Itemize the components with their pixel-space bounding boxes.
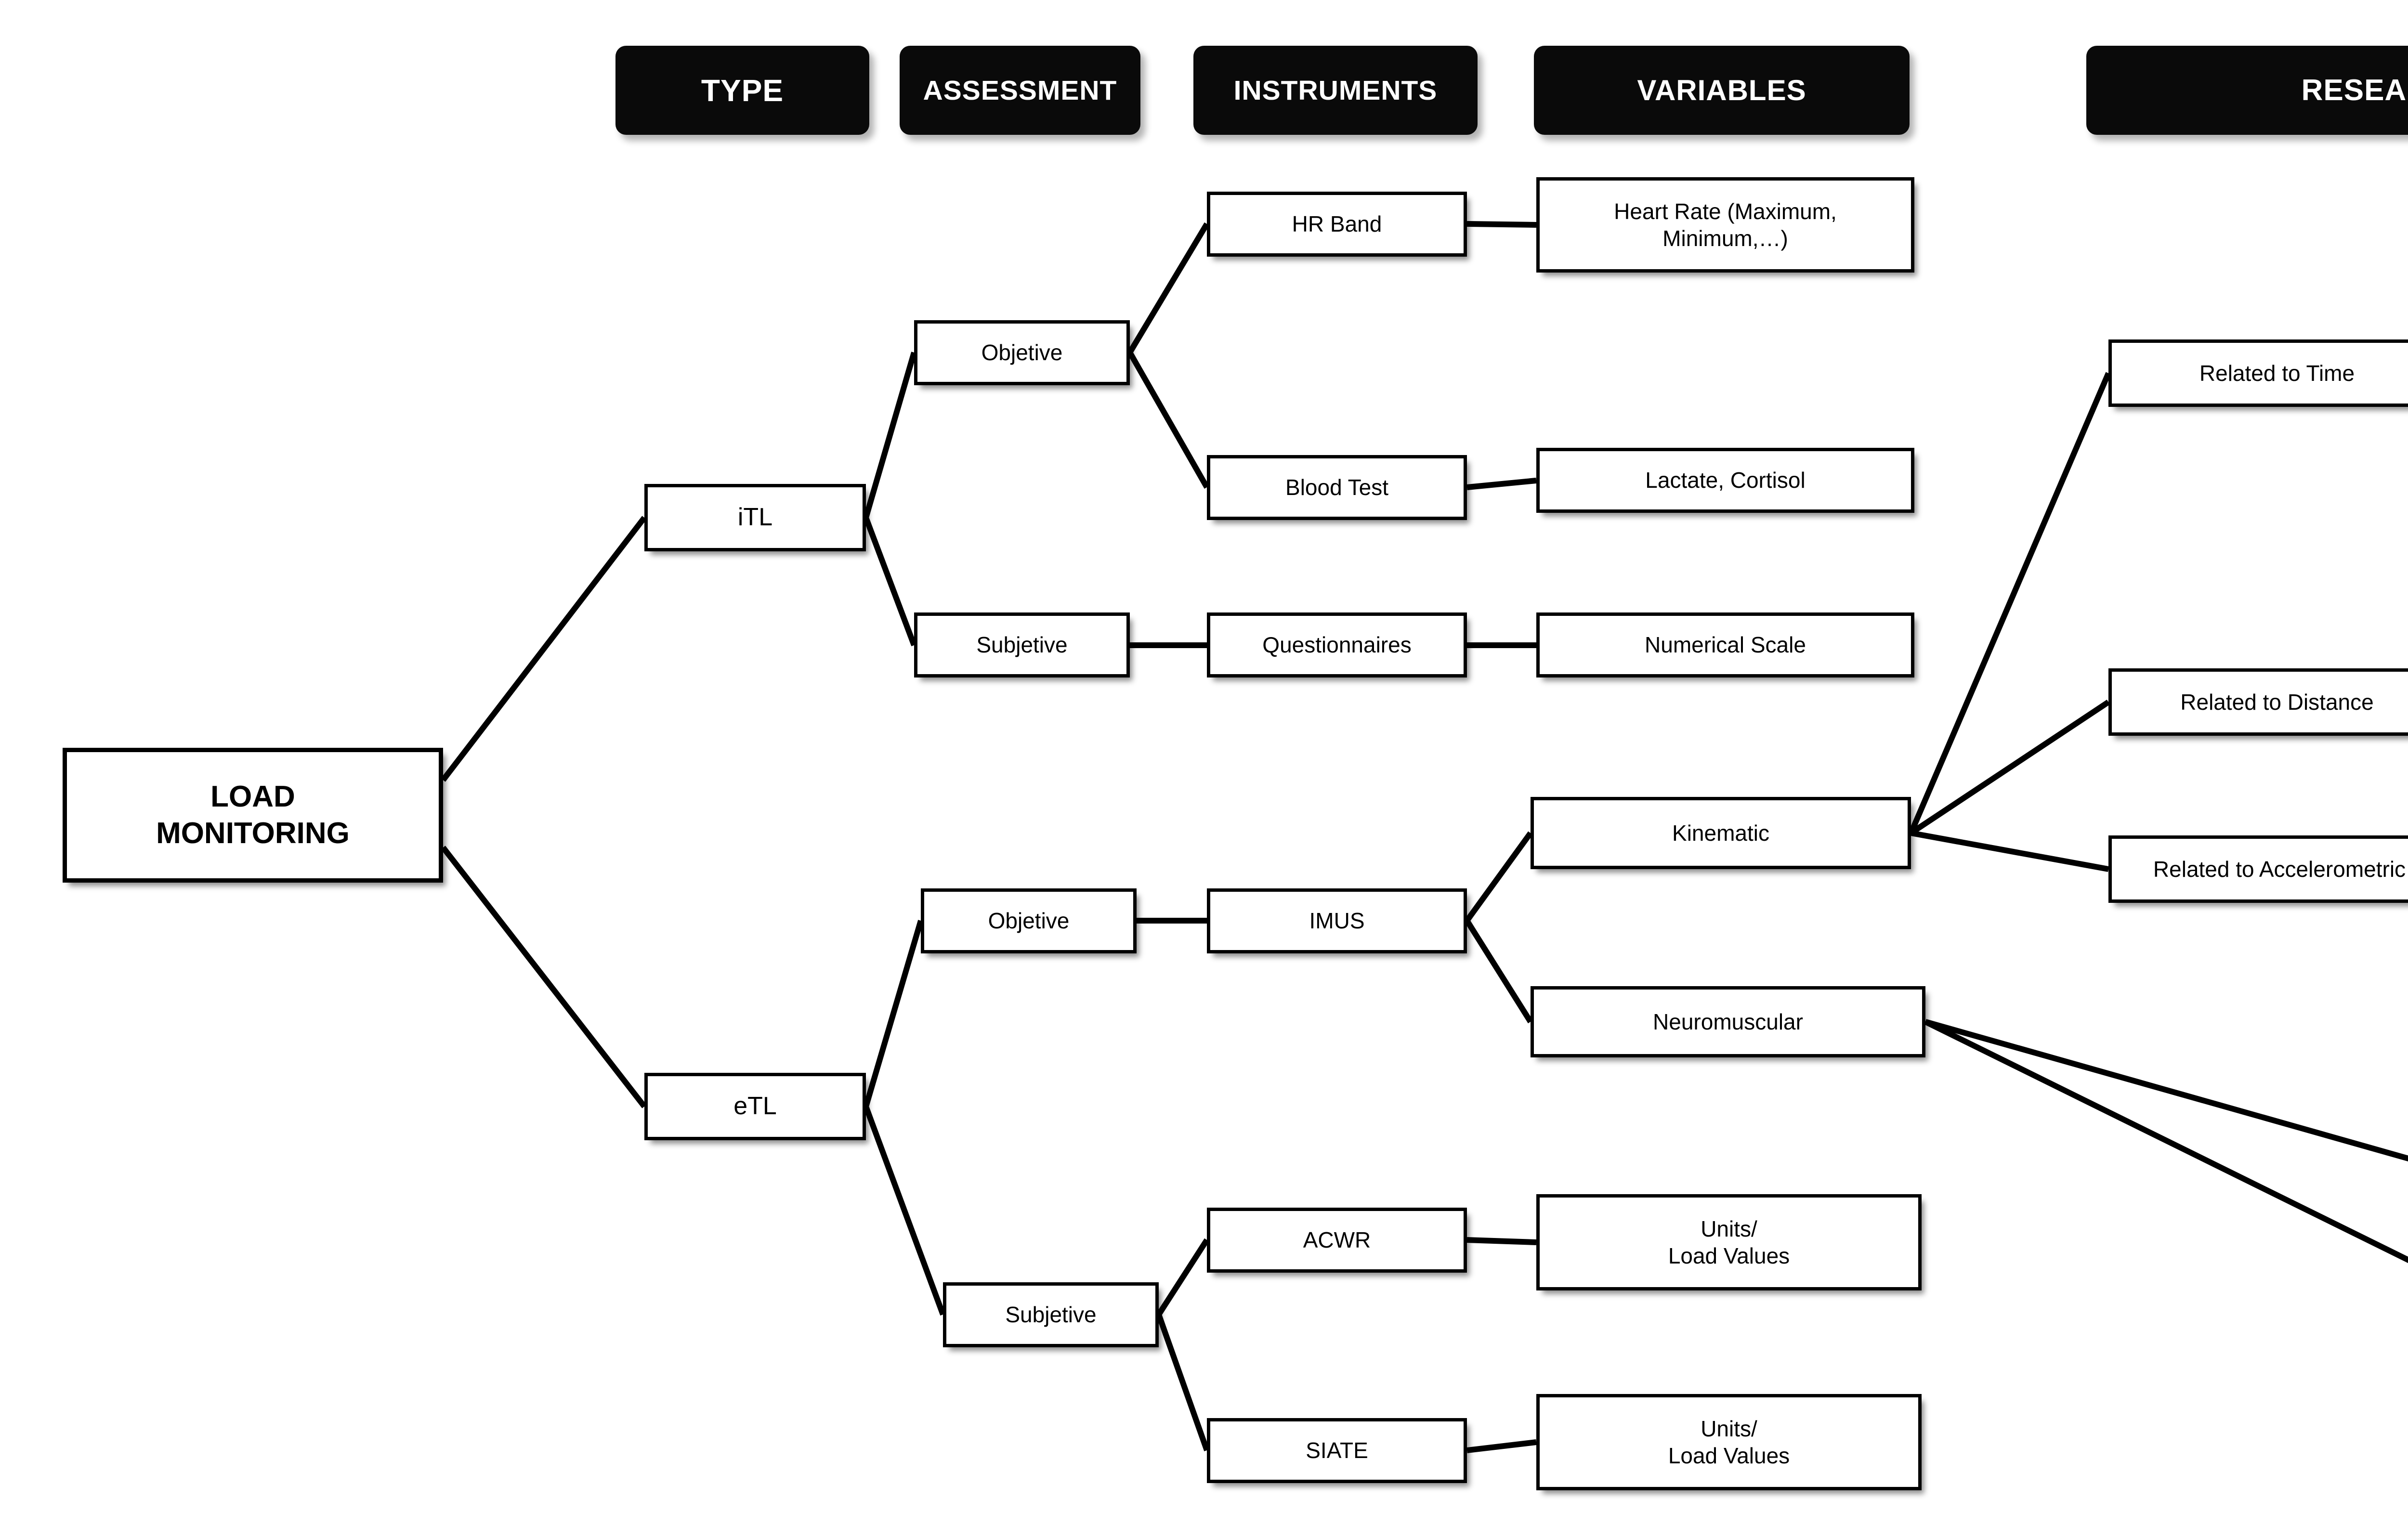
node-label: SIATE <box>1306 1438 1368 1463</box>
node-related_to_distance[interactable]: Related to Distance <box>2108 668 2408 736</box>
node-label: Related to Accelerometric <box>2153 856 2406 882</box>
node-label: Kinematic <box>1672 820 1769 846</box>
column-header-label: TYPE <box>701 73 784 108</box>
column-header-label: VARIABLES <box>1637 74 1806 106</box>
node-heart_rate[interactable]: Heart Rate (Maximum, Minimum,…) <box>1536 177 1914 273</box>
connector-line <box>1466 221 1537 228</box>
node-label: Objetive <box>981 340 1063 365</box>
column-header-label: ASSESSMENT <box>923 75 1117 106</box>
node-label: iTL <box>737 503 773 532</box>
connector-line <box>863 920 924 1107</box>
node-blood_test[interactable]: Blood Test <box>1207 455 1467 520</box>
connector-line <box>1924 1019 2408 1263</box>
connector-line <box>1924 1019 2408 1162</box>
connector-line <box>1909 700 2110 835</box>
node-related_to_time[interactable]: Related to Time <box>2108 339 2408 407</box>
connector-line <box>441 516 647 782</box>
connector-line <box>1466 1439 1537 1453</box>
edges-group <box>441 221 2408 1453</box>
connector-line <box>1156 1238 1210 1316</box>
node-label: LOAD MONITORING <box>156 780 350 850</box>
column-header-instruments[interactable]: INSTRUMENTS <box>1193 46 1478 135</box>
node-neuromuscular[interactable]: Neuromuscular <box>1531 986 1925 1057</box>
column-header-assessment[interactable]: ASSESSMENT <box>900 46 1140 135</box>
node-etl_objetive[interactable]: Objetive <box>921 888 1137 953</box>
node-imus[interactable]: IMUS <box>1207 888 1467 953</box>
node-label: Blood Test <box>1285 475 1388 500</box>
node-siate[interactable]: SIATE <box>1207 1418 1467 1483</box>
node-etl[interactable]: eTL <box>644 1073 866 1140</box>
node-questionnaires[interactable]: Questionnaires <box>1207 612 1467 677</box>
node-label: IMUS <box>1309 908 1365 934</box>
connector-line <box>441 846 647 1108</box>
column-header-label: INSTRUMENTS <box>1233 75 1438 106</box>
node-label: Related to Time <box>2199 360 2355 386</box>
node-label: Questionnaires <box>1262 632 1412 658</box>
node-label: Related to Distance <box>2180 689 2374 715</box>
connector-line <box>1466 478 1537 490</box>
node-hr_band[interactable]: HR Band <box>1207 192 1467 257</box>
connector-line <box>863 516 917 647</box>
node-related_to_accel[interactable]: Related to Accelerometric <box>2108 835 2408 903</box>
node-itl[interactable]: iTL <box>644 484 866 551</box>
column-header-label: RESEARCH VARIABLES <box>2301 74 2408 107</box>
node-kinematic[interactable]: Kinematic <box>1531 797 1911 869</box>
node-label: Objetive <box>988 908 1070 934</box>
node-label: HR Band <box>1292 211 1382 237</box>
connector-line <box>1908 372 2111 834</box>
node-units_load_values_1[interactable]: Units/ Load Values <box>1536 1194 1922 1290</box>
connector-line <box>1127 351 1210 489</box>
node-units_load_values_2[interactable]: Units/ Load Values <box>1536 1394 1922 1490</box>
node-label: Subjetive <box>976 632 1068 658</box>
node-label: Neuromuscular <box>1653 1009 1803 1034</box>
node-numerical_scale[interactable]: Numerical Scale <box>1536 612 1914 677</box>
node-label: ACWR <box>1303 1227 1371 1253</box>
node-label: Lactate, Cortisol <box>1645 468 1806 493</box>
connector-line <box>1156 1313 1210 1452</box>
node-itl_objetive[interactable]: Objetive <box>914 320 1130 385</box>
connector-line <box>863 1105 946 1316</box>
connector-line <box>1127 222 1210 354</box>
node-itl_subjetive[interactable]: Subjetive <box>914 612 1130 677</box>
connector-line <box>1465 831 1533 923</box>
connector-line <box>1466 1237 1537 1245</box>
connector-line <box>863 352 917 519</box>
connector-line <box>1910 830 2109 872</box>
node-acwr[interactable]: ACWR <box>1207 1208 1467 1273</box>
node-label: Units/ Load Values <box>1668 1416 1790 1468</box>
node-label: Units/ Load Values <box>1668 1216 1790 1268</box>
node-label: eTL <box>733 1092 777 1120</box>
node-label: Heart Rate (Maximum, Minimum,…) <box>1614 198 1837 251</box>
node-etl_subjetive[interactable]: Subjetive <box>943 1282 1159 1347</box>
column-header-research_variables[interactable]: RESEARCH VARIABLES <box>2086 46 2408 135</box>
node-label: Subjetive <box>1005 1302 1097 1328</box>
column-header-variables[interactable]: VARIABLES <box>1534 46 1910 135</box>
node-lactate_cortisol[interactable]: Lactate, Cortisol <box>1536 448 1914 513</box>
connector-line <box>1464 919 1533 1024</box>
node-label: Numerical Scale <box>1645 632 1806 658</box>
column-header-type[interactable]: TYPE <box>615 46 869 135</box>
node-load_monitoring[interactable]: LOAD MONITORING <box>63 748 443 883</box>
